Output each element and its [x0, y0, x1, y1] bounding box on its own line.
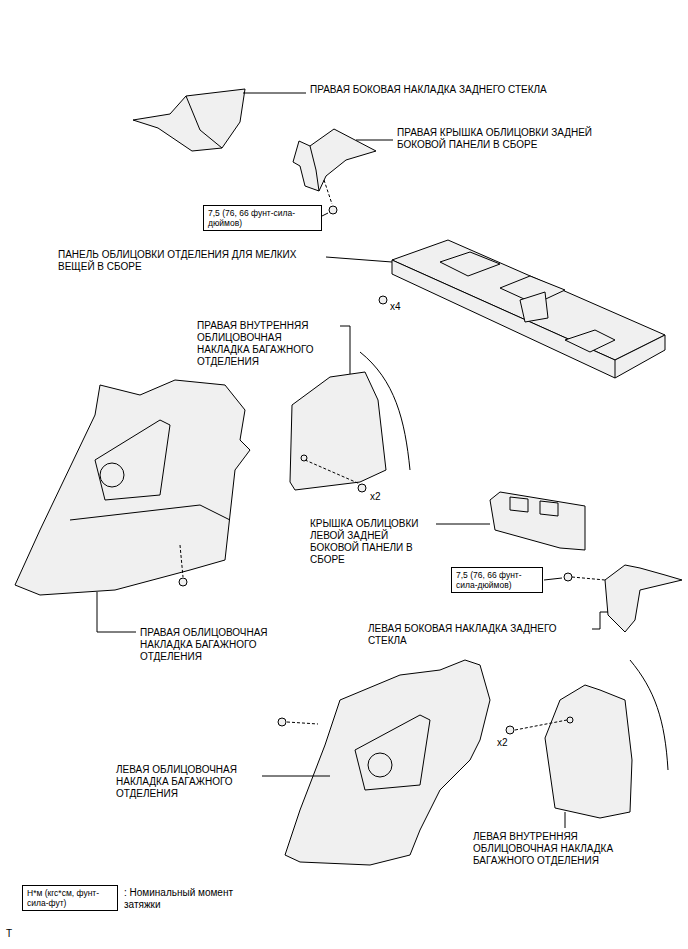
speaker-grille: [368, 753, 392, 777]
leader-line: [340, 326, 350, 374]
clip: [510, 497, 528, 512]
trim-cover: [293, 129, 376, 191]
torque-value: Н*м (кгс*см, фунт-сила-фут): [27, 888, 113, 908]
torque-value: 7,5 (76, 66 фунт-сила-дюймов): [208, 208, 317, 228]
install-line: [180, 545, 183, 577]
leader-line: [436, 524, 490, 525]
legend-text: : Номинальный момент затяжки: [124, 887, 233, 910]
trim-cover: [490, 492, 585, 550]
part-name: ПРАВАЯ ОБЛИЦОВОЧНАЯ НАКЛАДКА БАГАЖНОГО О…: [140, 627, 288, 663]
torque-value: 7,5 (76, 66 фунт-сила-дюймов): [456, 570, 538, 590]
label-text: ЛЕВАЯ ВНУТРЕННЯЯ ОБЛИЦОВОЧНАЯ НАКЛАДКА Б…: [473, 831, 613, 866]
leader-line: [97, 592, 136, 632]
install-line: [324, 180, 332, 204]
tray-opening: [565, 330, 615, 352]
quarter-trim: [15, 380, 250, 595]
part-edge: [310, 146, 319, 191]
torque-box: 7,5 (76, 66 фунт-сила-дюймов): [203, 205, 322, 231]
part-name: КРЫШКА ОБЛИЦОВКИ ЛЕВОЙ ЗАДНЕЙ БОКОВОЙ ПА…: [310, 518, 432, 566]
part-name: ПАНЕЛЬ ОБЛИЦОВКИ ОТДЕЛЕНИЯ ДЛЯ МЕЛКИХ ВЕ…: [58, 249, 323, 273]
install-line: [287, 722, 318, 724]
torque-box: 7,5 (76, 66 фунт-сила-дюймов): [451, 567, 543, 593]
label-text: ПРАВАЯ КРЫШКА ОБЛИЦОВКИ ЗАДНЕЙ БОКОВОЙ П…: [397, 127, 592, 150]
label-text: ЛЕВАЯ БОКОВАЯ НАКЛАДКА ЗАДНЕГО СТЕКЛА: [368, 623, 557, 646]
bolt: [506, 726, 514, 734]
label-text: x4: [390, 301, 401, 312]
bolt: [179, 578, 187, 586]
part-name: ПРАВАЯ БОКОВАЯ НАКЛАДКА ЗАДНЕГО СТЕКЛА: [310, 84, 550, 96]
clip-hole: [567, 717, 573, 723]
leader-line: [544, 578, 562, 580]
bolt: [379, 296, 387, 304]
legend-entry: : Номинальный момент затяжки: [124, 887, 254, 911]
window-garnish: [133, 89, 245, 151]
part-edge: [70, 505, 230, 520]
label-text: x2: [370, 491, 381, 502]
bolt: [564, 573, 572, 581]
body-edge: [360, 352, 410, 470]
package-tray: [392, 240, 665, 360]
label-text: ПАНЕЛЬ ОБЛИЦОВКИ ОТДЕЛЕНИЯ ДЛЯ МЕЛКИХ ВЕ…: [58, 249, 296, 272]
window-garnish: [605, 565, 682, 632]
part-edge: [186, 96, 222, 148]
clip: [540, 501, 558, 516]
part-name: ПРАВАЯ КРЫШКА ОБЛИЦОВКИ ЗАДНЕЙ БОКОВОЙ П…: [397, 127, 637, 151]
label-text: ПРАВАЯ ОБЛИЦОВОЧНАЯ НАКЛАДКА БАГАЖНОГО О…: [140, 627, 268, 662]
part-name: ЛЕВАЯ ВНУТРЕННЯЯ ОБЛИЦОВОЧНАЯ НАКЛАДКА Б…: [473, 831, 638, 867]
trim-window: [95, 420, 170, 500]
leader-line: [326, 257, 392, 262]
install-line: [572, 577, 605, 580]
quarter-trim: [285, 660, 490, 865]
quantity-note: x2: [370, 491, 400, 503]
leader-line: [322, 213, 328, 216]
quantity-note: x2: [497, 737, 527, 749]
tray-bracket: [520, 292, 548, 322]
bolt: [358, 484, 366, 492]
install-line: [515, 720, 567, 730]
label-text: КРЫШКА ОБЛИЦОВКИ ЛЕВОЙ ЗАДНЕЙ БОКОВОЙ ПА…: [310, 518, 419, 565]
part-name: ПРАВАЯ ВНУТРЕННЯЯ ОБЛИЦОВОЧНАЯ НАКЛАДКА …: [197, 320, 335, 368]
package-tray-edge: [392, 260, 665, 378]
part-edge: [615, 360, 616, 378]
leader-line: [243, 93, 306, 94]
quantity-note: T: [6, 928, 26, 940]
speaker-grille: [100, 463, 124, 487]
tray-opening: [440, 252, 500, 276]
leader-line: [262, 776, 330, 777]
label-text: ПРАВАЯ БОКОВАЯ НАКЛАДКА ЗАДНЕГО СТЕКЛА: [310, 84, 547, 95]
part-name: ЛЕВАЯ БОКОВАЯ НАКЛАДКА ЗАДНЕГО СТЕКЛА: [368, 623, 590, 647]
label-text: T: [6, 928, 12, 939]
leader-line: [565, 812, 566, 828]
label-text: x2: [497, 737, 508, 748]
trim-window: [355, 715, 430, 790]
leader-line: [356, 140, 393, 141]
inner-trim: [545, 685, 632, 818]
bolt: [278, 718, 286, 726]
torque-box: Н*м (кгс*см, фунт-сила-фут): [22, 885, 118, 911]
install-line: [305, 460, 360, 484]
quantity-note: x4: [390, 301, 420, 313]
body-edge: [630, 660, 668, 770]
label-text: ПРАВАЯ ВНУТРЕННЯЯ ОБЛИЦОВОЧНАЯ НАКЛАДКА …: [197, 320, 314, 367]
leader-line: [592, 612, 608, 629]
bolt: [329, 206, 337, 214]
part-name: ЛЕВАЯ ОБЛИЦОВОЧНАЯ НАКЛАДКА БАГАЖНОГО ОТ…: [116, 764, 258, 800]
inner-trim: [290, 372, 386, 490]
label-text: ЛЕВАЯ ОБЛИЦОВОЧНАЯ НАКЛАДКА БАГАЖНОГО ОТ…: [116, 764, 237, 799]
